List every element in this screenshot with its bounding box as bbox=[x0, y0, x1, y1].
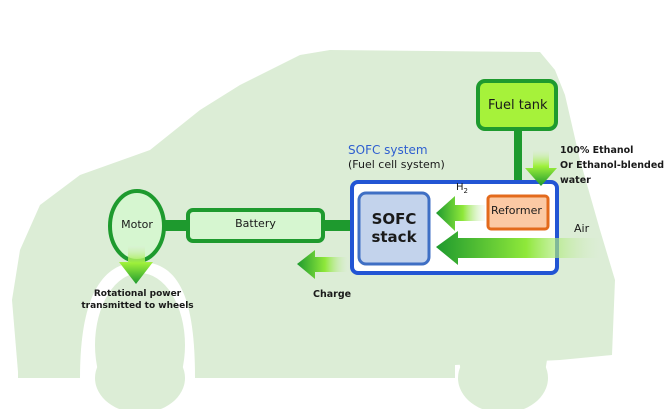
motor-battery-link bbox=[160, 220, 190, 231]
wheel-power-label-line1: Rotational power bbox=[93, 289, 182, 299]
battery-label: Battery bbox=[235, 217, 276, 230]
sofc-stack-label-line1: SOFC bbox=[371, 210, 417, 228]
fuel-input-label-line1: 100% Ethanol bbox=[560, 145, 634, 156]
h2-flow-arrow bbox=[436, 196, 485, 231]
sofc-system-title: SOFC system bbox=[348, 143, 428, 157]
reformer-box bbox=[486, 194, 550, 231]
battery-box bbox=[186, 208, 325, 243]
charge-flow-arrow bbox=[297, 250, 348, 279]
rear-wheel-bottom bbox=[95, 343, 185, 409]
fuel-input-label-line2: Or Ethanol-blended bbox=[560, 160, 665, 171]
tank-reformer-link bbox=[514, 128, 522, 200]
front-wheel-bottom bbox=[458, 343, 548, 409]
battery-stack-link bbox=[320, 220, 360, 231]
air-label: Air bbox=[574, 222, 590, 235]
sofc-stack-box bbox=[357, 191, 431, 266]
fuel-tank-box bbox=[476, 79, 558, 131]
motor-label: Motor bbox=[121, 218, 153, 231]
sofc-system-subtitle: (Fuel cell system) bbox=[348, 158, 445, 171]
air-flow-arrow bbox=[436, 231, 600, 265]
h2-label-main: H bbox=[456, 182, 464, 193]
fuel-input-arrow bbox=[525, 150, 557, 186]
charge-label: Charge bbox=[313, 289, 352, 300]
wheel-power-arrow bbox=[119, 246, 153, 284]
fuel-tank-label: Fuel tank bbox=[488, 98, 548, 113]
h2-label: H2 bbox=[456, 182, 468, 195]
fuel-input-label-line3: water bbox=[560, 175, 591, 186]
reformer-label: Reformer bbox=[491, 204, 542, 217]
sofc-stack-label-line2: stack bbox=[371, 228, 417, 246]
wheel-power-label-line2: transmitted to wheels bbox=[81, 301, 194, 311]
h2-label-sub: 2 bbox=[463, 187, 468, 195]
